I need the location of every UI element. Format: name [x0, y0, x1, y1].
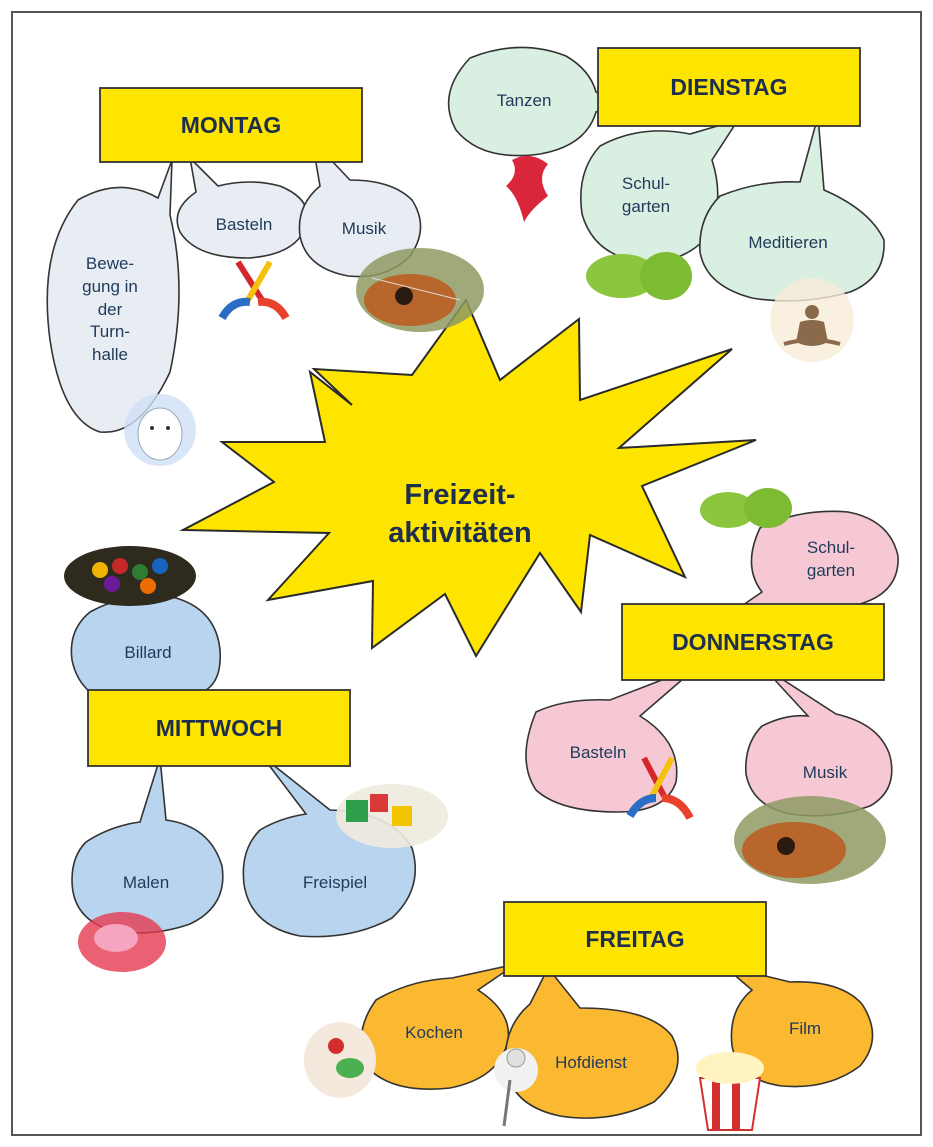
- activity-film: Film: [788, 1018, 822, 1038]
- scissors-icon: [218, 260, 290, 321]
- freitag-box: [503, 901, 767, 977]
- montag-bubbles: [46, 137, 422, 433]
- dienstag-box: [597, 47, 861, 127]
- activity-hofdienst: Hofdienst: [555, 1052, 627, 1072]
- day-label-freitag: FREITAG: [585, 925, 685, 952]
- guitar-icon: [356, 248, 484, 332]
- activity-schulgarten-donnerstag: Schul- garten: [786, 528, 876, 592]
- day-label-montag: MONTAG: [180, 111, 282, 138]
- leaves-icon: [700, 488, 792, 528]
- day-label-dienstag: DIENSTAG: [670, 73, 788, 100]
- billiard-balls-icon: [64, 546, 196, 606]
- cat-mascot-icon: [124, 394, 196, 466]
- activity-musik-donnerstag: Musik: [802, 762, 848, 782]
- toys-icon: [336, 784, 448, 848]
- bubble-tanzen-shape: [447, 46, 625, 157]
- bewegung-line: Turn-: [90, 322, 130, 342]
- activity-bewegung: Bewe- gung in der Turn- halle: [60, 222, 160, 398]
- bubble-film-shape: [723, 965, 874, 1088]
- schulgarten-line: garten: [806, 561, 856, 580]
- day-label-mittwoch: MITTWOCH: [155, 714, 283, 741]
- center-star-shape: [179, 297, 757, 659]
- activity-malen: Malen: [122, 872, 170, 892]
- activity-billard: Billard: [124, 642, 172, 662]
- guitar-icon: [734, 796, 886, 884]
- bewegung-line: der: [97, 299, 123, 319]
- donnerstag-box: [621, 603, 885, 681]
- page-frame: [11, 11, 922, 1136]
- center-title-line2: aktivitäten: [388, 517, 532, 549]
- salad-icon: [304, 1022, 376, 1098]
- bubble-musik-do-shape: [745, 665, 893, 817]
- bubble-basteln-shape: [176, 155, 309, 259]
- schulgarten-line: Schul-: [806, 538, 856, 558]
- popcorn-icon: [696, 1052, 764, 1131]
- day-label-donnerstag: DONNERSTAG: [672, 628, 834, 655]
- schulgarten-line: Schul-: [621, 174, 671, 194]
- bubble-meditieren-shape: [699, 115, 885, 302]
- activity-meditieren: Meditieren: [748, 232, 828, 252]
- leaves-icon: [586, 252, 692, 300]
- meditation-icon: [770, 278, 854, 362]
- activity-schulgarten-dienstag: Schul- garten: [606, 164, 686, 228]
- activity-basteln-donnerstag: Basteln: [569, 742, 627, 762]
- bubble-hofdienst-shape: [504, 966, 679, 1119]
- dienstag-bubbles: [447, 46, 885, 302]
- montag-box: [99, 87, 363, 163]
- activity-basteln-montag: Basteln: [215, 214, 273, 234]
- activity-freispiel: Freispiel: [302, 872, 368, 892]
- scissors-icon: [626, 756, 694, 820]
- freitag-bubbles: [360, 963, 874, 1119]
- sweeping-figure-icon: [494, 1048, 538, 1127]
- center-title: Freizeit- aktivitäten: [350, 460, 570, 570]
- center-title-line1: Freizeit-: [404, 479, 516, 512]
- schulgarten-line: garten: [621, 197, 671, 216]
- activity-tanzen: Tanzen: [496, 90, 552, 110]
- dancer-icon: [506, 155, 548, 222]
- bewegung-line: Bewe-: [85, 253, 135, 273]
- bubble-malen-shape: [71, 757, 224, 934]
- mittwoch-bubbles: [70, 595, 417, 938]
- bubble-schulgarten-di-shape: [580, 118, 740, 263]
- activity-kochen: Kochen: [405, 1022, 463, 1042]
- bewegung-line: gung in: [82, 276, 138, 296]
- bewegung-line: halle: [92, 345, 128, 365]
- activity-musik-montag: Musik: [341, 218, 387, 238]
- bubble-freispiel-shape: [242, 755, 417, 938]
- mittwoch-box: [87, 689, 351, 767]
- bubble-schulgarten-do-shape: [729, 510, 899, 615]
- paint-icon: [78, 912, 166, 972]
